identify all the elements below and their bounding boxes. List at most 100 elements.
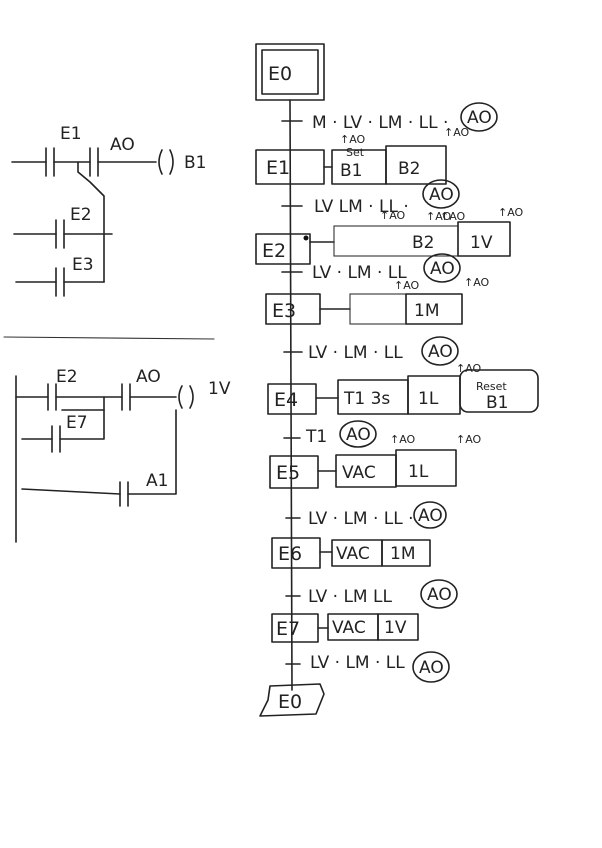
ladder-diagram-b1: E1 AO B1 E2 E3	[11, 124, 206, 297]
contact-a0b-label: AO	[136, 367, 161, 387]
step-2-sup1: ↑AO	[440, 210, 466, 223]
contact-a1-label: A1	[146, 471, 168, 491]
coil-b1-label: B1	[184, 153, 206, 173]
step-2-active-token	[303, 235, 309, 241]
transition-0-sub: ↑AO	[444, 126, 470, 139]
step-3-label: E3	[272, 300, 296, 322]
step-7-action-1: VAC	[332, 618, 366, 638]
return-step-label: E0	[278, 691, 302, 713]
ladder2-branch-return	[59, 396, 105, 440]
coil-1v-left	[178, 385, 183, 409]
coil-1v-label: 1V	[208, 379, 231, 399]
step-1-action-1-note: Set	[346, 146, 365, 159]
transition-7-text: LV · LM · LL	[310, 653, 405, 673]
transition-5-circled: AO	[418, 506, 443, 526]
return-step-tag	[259, 683, 325, 717]
step-6-action-2: 1M	[390, 544, 415, 564]
coil-b1-left	[158, 149, 163, 175]
transition-6-circled: AO	[427, 585, 452, 605]
transition-2-sub2: ↑AO	[464, 276, 490, 289]
step-4-action-3b: B1	[486, 393, 508, 413]
transition-1-text: LV LM · LL ·	[314, 197, 409, 217]
transition-0-text: M · LV · LM · LL ·	[312, 113, 448, 133]
contact-a0-label: AO	[110, 135, 135, 155]
step-4-label: E4	[274, 389, 298, 411]
transition-2-sub: ↑AO	[394, 279, 420, 292]
transition-1-circled: AO	[429, 185, 454, 205]
step-1-label: E1	[266, 157, 290, 179]
contact-e1-label: E1	[60, 124, 82, 144]
step-3-action-1-box	[405, 293, 463, 325]
step-4-action-2: 1L	[418, 389, 439, 409]
ladder2-a1-wire	[21, 488, 121, 495]
ladder2-a1-return	[127, 409, 177, 495]
step-5-box	[269, 455, 319, 489]
contact-e3-label: E3	[72, 255, 94, 275]
step-1-action-1-sup: ↑AO	[340, 133, 366, 146]
coil-1v-right	[189, 385, 194, 409]
ladder1-parallel-branch	[77, 161, 105, 283]
initial-step-label: E0	[268, 63, 292, 85]
step-6-box	[271, 537, 321, 569]
step-4-action-3a: Reset	[476, 380, 507, 393]
step-4-sup: ↑AO	[456, 362, 482, 375]
step-4-action-1: T1 3s	[343, 389, 390, 409]
transition-1-circle	[422, 179, 460, 209]
step-6-action-1: VAC	[336, 544, 370, 564]
transition-1-sub1: ↑AO	[380, 209, 406, 222]
step-5-action-2-box	[395, 449, 457, 487]
transition-4-text: T1	[305, 427, 327, 447]
step-2-action-1: B2	[412, 233, 434, 253]
step-7-action-2-box	[377, 613, 419, 641]
ladder-diagram-1v: E2 AO 1V E7 A1	[15, 367, 231, 543]
transition-7-circle	[412, 651, 450, 683]
transition-6-circle	[420, 579, 458, 609]
step-1-action-2-box	[385, 145, 447, 185]
contact-e2-label: E2	[70, 205, 92, 225]
step-2-action-2: 1V	[470, 233, 493, 253]
transition-0-circled: AO	[467, 108, 492, 128]
step-3-action-1: 1M	[414, 301, 439, 321]
transition-1-sub2: ↑AO	[426, 210, 452, 223]
step-4-box	[267, 383, 317, 415]
contact-e2b-label: E2	[56, 367, 78, 387]
initial-step-outer	[255, 43, 325, 101]
step-2-action-2-box	[457, 221, 511, 257]
contact-e7-label: E7	[66, 413, 88, 433]
transition-2-circled: AO	[430, 259, 455, 279]
step-7-action-2: 1V	[384, 618, 407, 638]
initial-step-inner	[261, 49, 319, 95]
transition-6-text: LV · LM LL	[308, 587, 392, 607]
grafcet-main-link	[289, 99, 293, 691]
transition-5-text: LV · LM · LL ·	[308, 509, 414, 529]
step-5-action-1: VAC	[342, 463, 376, 483]
step-7-label: E7	[276, 618, 300, 640]
step-2-box	[255, 233, 311, 265]
step-1-action-2: B2	[398, 159, 420, 179]
step-2-sup2: ↑AO	[498, 206, 524, 219]
step-3-blank-box	[349, 293, 407, 325]
transition-3-text: LV · LM · LL	[308, 343, 403, 363]
step-5-label: E5	[276, 462, 300, 484]
step-1-action-1: B1	[340, 161, 362, 181]
transition-7-circled: AO	[419, 658, 444, 678]
transition-4-sub1: ↑AO	[390, 433, 416, 446]
transition-5-circle	[413, 501, 447, 529]
transition-3-circle	[421, 336, 459, 366]
step-5-action-2: 1L	[408, 462, 429, 482]
transition-2-text: LV · LM · LL	[312, 263, 407, 283]
transition-0-circle	[460, 102, 498, 132]
section-divider	[3, 336, 215, 340]
transition-2-circle	[423, 253, 461, 283]
step-6-label: E6	[278, 543, 302, 565]
step-2-action-1-box	[333, 225, 459, 257]
step-4-action-3-box	[459, 369, 539, 413]
transition-3-circled: AO	[428, 342, 453, 362]
step-2-label: E2	[262, 240, 286, 262]
coil-b1-right	[169, 149, 174, 175]
transition-4-circled: AO	[346, 425, 371, 445]
transition-4-circle	[339, 420, 377, 448]
step-6-action-2-box	[381, 539, 431, 567]
transition-4-sub2: ↑AO	[456, 433, 482, 446]
